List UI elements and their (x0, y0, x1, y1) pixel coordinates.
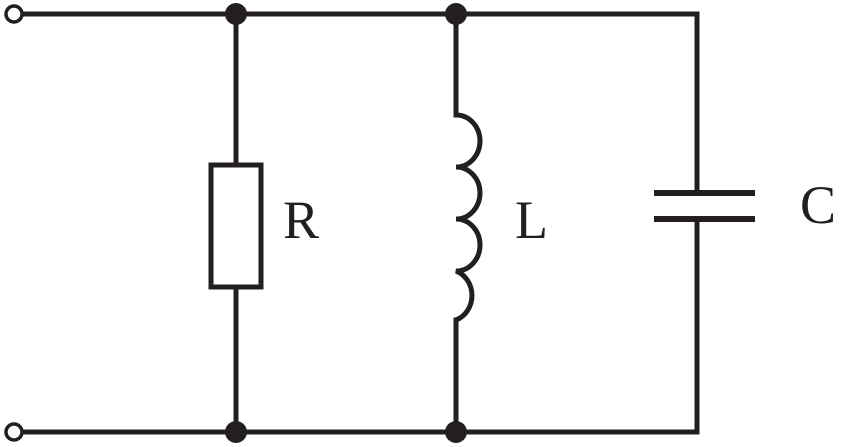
junction-dot-top-inductor (445, 3, 467, 25)
top-input-terminal (4, 4, 24, 24)
inductor-coil-symbol (454, 112, 483, 323)
resistor-label: R (283, 190, 319, 250)
capacitor-label: C (800, 175, 836, 235)
junction-dot-bottom-inductor (445, 421, 467, 443)
inductor-label: L (515, 190, 548, 250)
junction-dot-top-resistor (225, 3, 247, 25)
inductor-branch (453, 11, 483, 435)
capacitor-branch (654, 11, 755, 435)
resistor-branch (208, 11, 264, 435)
bottom-input-terminal (4, 422, 24, 442)
junction-dot-bottom-resistor (225, 421, 247, 443)
resistor-symbol (208, 162, 264, 290)
